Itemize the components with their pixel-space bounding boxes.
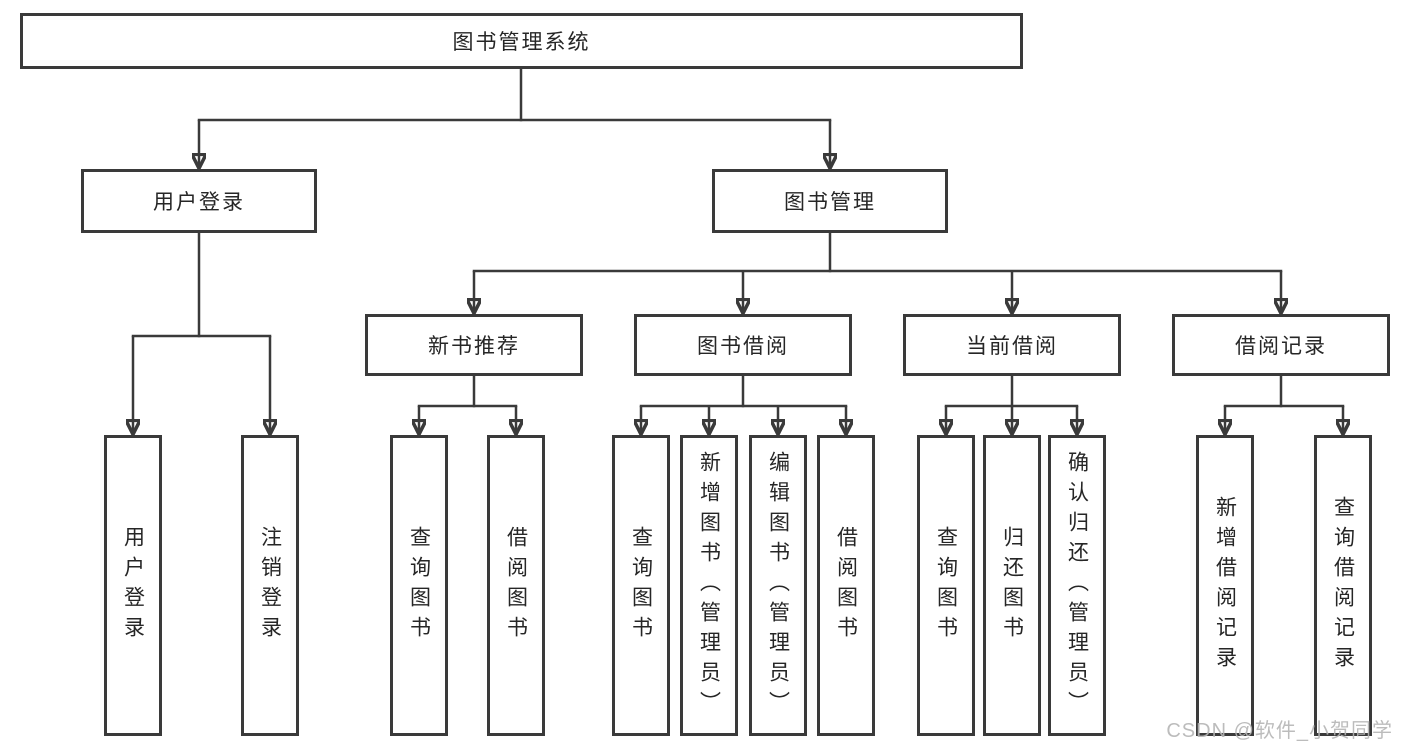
node-book-management: 图书管理 xyxy=(712,169,948,233)
node-new-book-recommendation-label: 新书推荐 xyxy=(428,335,520,358)
node-user-login-label: 用户登录 xyxy=(153,191,245,214)
leaf-query-books-borrowing-label: 查询图书 xyxy=(629,525,653,646)
leaf-query-books-current-label: 查询图书 xyxy=(934,525,958,646)
node-root: 图书管理系统 xyxy=(20,13,1023,69)
node-current-borrowing-label: 当前借阅 xyxy=(966,335,1058,358)
leaf-edit-books-admin-label: 编辑图书（管理员） xyxy=(766,450,790,721)
leaf-add-borrow-record-label: 新增借阅记录 xyxy=(1213,495,1237,676)
leaf-add-books-admin: 新增图书（管理员） xyxy=(680,435,738,736)
leaf-add-borrow-record: 新增借阅记录 xyxy=(1196,435,1254,736)
node-book-borrowing: 图书借阅 xyxy=(634,314,852,376)
leaf-return-books-label: 归还图书 xyxy=(1000,525,1024,646)
node-new-book-recommendation: 新书推荐 xyxy=(365,314,583,376)
node-book-borrowing-label: 图书借阅 xyxy=(697,335,789,358)
leaf-user-login: 用户登录 xyxy=(104,435,162,736)
leaf-edit-books-admin: 编辑图书（管理员） xyxy=(749,435,807,736)
leaf-query-borrow-record-label: 查询借阅记录 xyxy=(1331,495,1355,676)
leaf-borrow-books-borrowing: 借阅图书 xyxy=(817,435,875,736)
leaf-add-books-admin-label: 新增图书（管理员） xyxy=(697,450,721,721)
node-borrowing-records-label: 借阅记录 xyxy=(1235,335,1327,358)
leaf-query-books-current: 查询图书 xyxy=(917,435,975,736)
leaf-confirm-return-admin: 确认归还（管理员） xyxy=(1048,435,1106,736)
leaf-borrow-books-recommend-label: 借阅图书 xyxy=(504,525,528,646)
leaf-query-books-recommend: 查询图书 xyxy=(390,435,448,736)
node-current-borrowing: 当前借阅 xyxy=(903,314,1121,376)
watermark: CSDN @软件_小贺同学 xyxy=(1166,720,1393,742)
leaf-query-books-recommend-label: 查询图书 xyxy=(407,525,431,646)
leaf-logout-login-label: 注销登录 xyxy=(258,525,282,646)
leaf-logout-login: 注销登录 xyxy=(241,435,299,736)
leaf-query-books-borrowing: 查询图书 xyxy=(612,435,670,736)
node-borrowing-records: 借阅记录 xyxy=(1172,314,1390,376)
leaf-confirm-return-admin-label: 确认归还（管理员） xyxy=(1065,450,1089,721)
leaf-return-books: 归还图书 xyxy=(983,435,1041,736)
node-user-login: 用户登录 xyxy=(81,169,317,233)
node-root-label: 图书管理系统 xyxy=(452,31,591,54)
leaf-borrow-books-recommend: 借阅图书 xyxy=(487,435,545,736)
leaf-user-login-label: 用户登录 xyxy=(121,525,145,646)
node-book-management-label: 图书管理 xyxy=(784,191,876,214)
leaf-borrow-books-borrowing-label: 借阅图书 xyxy=(834,525,858,646)
leaf-query-borrow-record: 查询借阅记录 xyxy=(1314,435,1372,736)
